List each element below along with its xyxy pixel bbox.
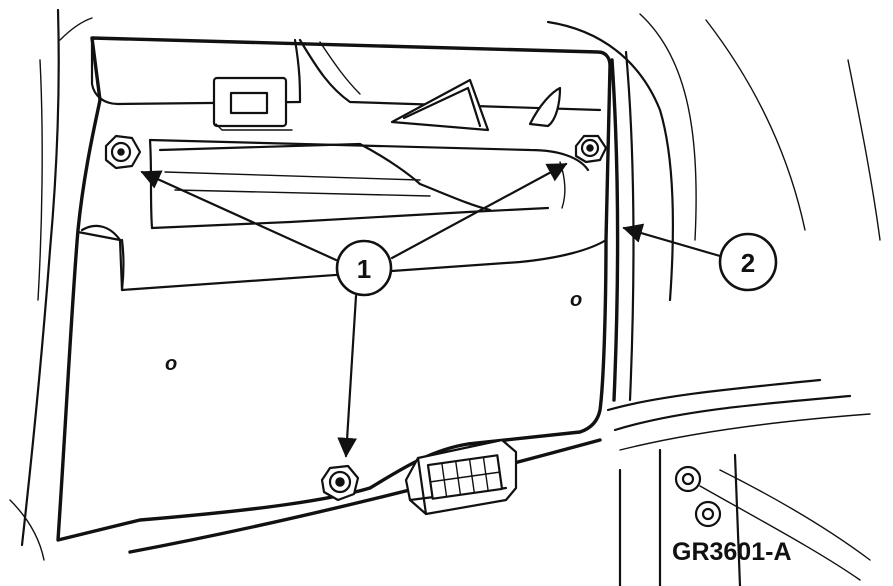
arrow-icon	[140, 162, 722, 458]
callout-1: 1	[335, 239, 393, 297]
instrument-panel-cover	[56, 36, 612, 542]
callout-2-label: 2	[741, 248, 755, 278]
nut-icon	[104, 134, 142, 170]
nut-icon	[320, 464, 360, 502]
hole-mark: o	[165, 353, 177, 375]
hole-mark: o	[570, 289, 582, 311]
nut-icon	[574, 134, 608, 164]
figure-reference: GR3601-A	[672, 538, 792, 566]
callout-1-label: 1	[357, 254, 371, 284]
callout-2: 2	[718, 232, 778, 292]
background-structure	[9, 8, 881, 586]
connector-icon	[426, 454, 504, 500]
